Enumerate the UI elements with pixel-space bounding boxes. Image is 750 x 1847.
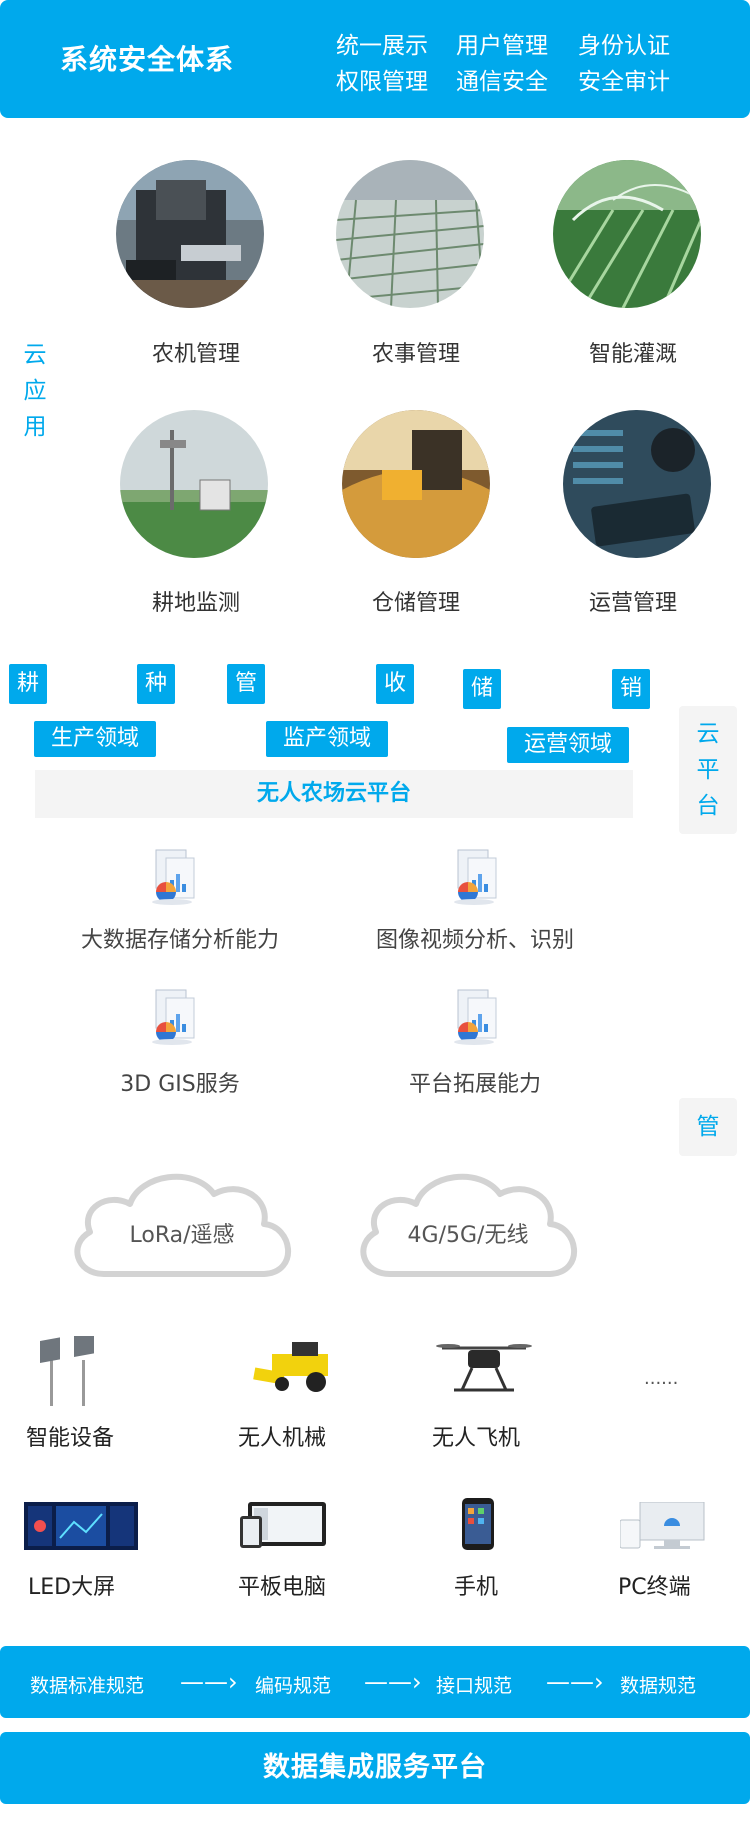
- process-tag-harvest: 收: [376, 664, 414, 704]
- arrow-right-icon: ——›: [180, 1668, 238, 1696]
- drone-icon: [436, 1344, 532, 1392]
- analytics-icon: [152, 849, 195, 905]
- standard-specification: 数据规范: [620, 1675, 697, 1697]
- data-integration-title: 数据集成服务平台: [263, 1752, 487, 1783]
- security-item-auth: 身份认证: [578, 33, 670, 59]
- security-item-comm: 通信安全: [456, 69, 548, 95]
- sprinkler-photo: [553, 160, 701, 308]
- analytics-icon: [454, 989, 497, 1045]
- monitoring-station-photo: [120, 410, 268, 558]
- side-char: 平: [696, 757, 720, 783]
- process-tag-sell: 销: [612, 669, 650, 709]
- app-label-irrigation: 智能灌溉: [588, 342, 677, 367]
- standard-data: 数据标准规范: [30, 1675, 145, 1697]
- side-char: 用: [23, 414, 47, 440]
- standard-encoding: 编码规范: [255, 1675, 332, 1697]
- led-screen-icon: [24, 1502, 138, 1550]
- data-integration-bar: 数据集成服务平台: [0, 1732, 750, 1804]
- capability-extension: 平台拓展能力: [408, 1072, 541, 1097]
- capability-video: 图像视频分析、识别: [375, 928, 574, 953]
- standard-interface: 接口规范: [436, 1675, 513, 1697]
- grain-storage-photo: [342, 410, 490, 558]
- standards-bar: [0, 1646, 750, 1718]
- security-item-user: 用户管理: [456, 33, 548, 59]
- app-label-storage: 仓储管理: [371, 591, 460, 616]
- device-drone: 无人飞机: [432, 1426, 521, 1451]
- manage-side-label: 管: [696, 1114, 720, 1140]
- cloud-platform-bar: 无人农场云平台: [35, 770, 633, 818]
- phone-icon: [462, 1498, 494, 1550]
- pc-terminal-icon: [620, 1502, 705, 1549]
- domain-tag-production: 生产领域: [34, 721, 156, 757]
- cloud-platform-title: 无人农场云平台: [256, 781, 411, 806]
- smart-device-icon: [40, 1336, 94, 1406]
- device-smart: 智能设备: [26, 1426, 115, 1451]
- security-system-title: 系统安全体系: [60, 43, 235, 76]
- tractor-photo: [116, 160, 264, 308]
- security-item-permission: 权限管理: [336, 69, 428, 95]
- server-tablet-photo: [563, 410, 711, 558]
- security-item-audit: 安全审计: [578, 69, 670, 95]
- side-char: 云: [696, 721, 720, 747]
- process-tag-manage: 管: [227, 664, 265, 704]
- side-char: 台: [696, 793, 720, 819]
- domain-tag-supervision: 监产领域: [266, 721, 388, 757]
- cloud-icon: [360, 1173, 578, 1277]
- more-devices-ellipsis: ......: [644, 1368, 679, 1389]
- app-label-farming: 农事管理: [371, 342, 460, 367]
- security-header-bar: [0, 0, 750, 118]
- cloud-icon: [74, 1173, 292, 1277]
- capability-gis: 3D GIS服务: [120, 1072, 240, 1097]
- unmanned-machine-icon: [253, 1342, 328, 1392]
- capability-bigdata: 大数据存储分析能力: [80, 928, 279, 953]
- app-label-operation: 运营管理: [588, 591, 677, 616]
- app-label-farmland: 耕地监测: [151, 591, 240, 616]
- device-phone: 手机: [454, 1575, 499, 1600]
- process-tag-store: 储: [463, 669, 501, 709]
- domain-tag-operation: 运营领域: [507, 727, 629, 763]
- field-rows-photo: [336, 160, 484, 308]
- device-machine: 无人机械: [238, 1426, 327, 1451]
- arrow-right-icon: ——›: [364, 1668, 422, 1696]
- side-char: 云: [23, 342, 47, 368]
- device-tablet: 平板电脑: [238, 1575, 327, 1600]
- app-label-machinery: 农机管理: [151, 342, 240, 367]
- cloud-platform-side-box: 云 平 台: [679, 706, 737, 834]
- security-item-display: 统一展示: [336, 33, 428, 59]
- analytics-icon: [152, 989, 195, 1045]
- side-char: 应: [23, 378, 47, 404]
- process-tag-plough: 耕: [9, 664, 47, 704]
- network-4g5g: 4G/5G/无线: [407, 1223, 529, 1248]
- process-tag-plant: 种: [137, 664, 175, 704]
- device-led: LED大屏: [28, 1575, 116, 1600]
- cloud-app-side-label: 云 应 用: [17, 337, 53, 445]
- tablet-icon: [240, 1502, 326, 1548]
- arrow-right-icon: ——›: [546, 1668, 604, 1696]
- network-lora: LoRa/遥感: [129, 1223, 235, 1248]
- device-pc: PC终端: [618, 1575, 691, 1600]
- manage-side-box: 管: [679, 1098, 737, 1156]
- analytics-icon: [454, 849, 497, 905]
